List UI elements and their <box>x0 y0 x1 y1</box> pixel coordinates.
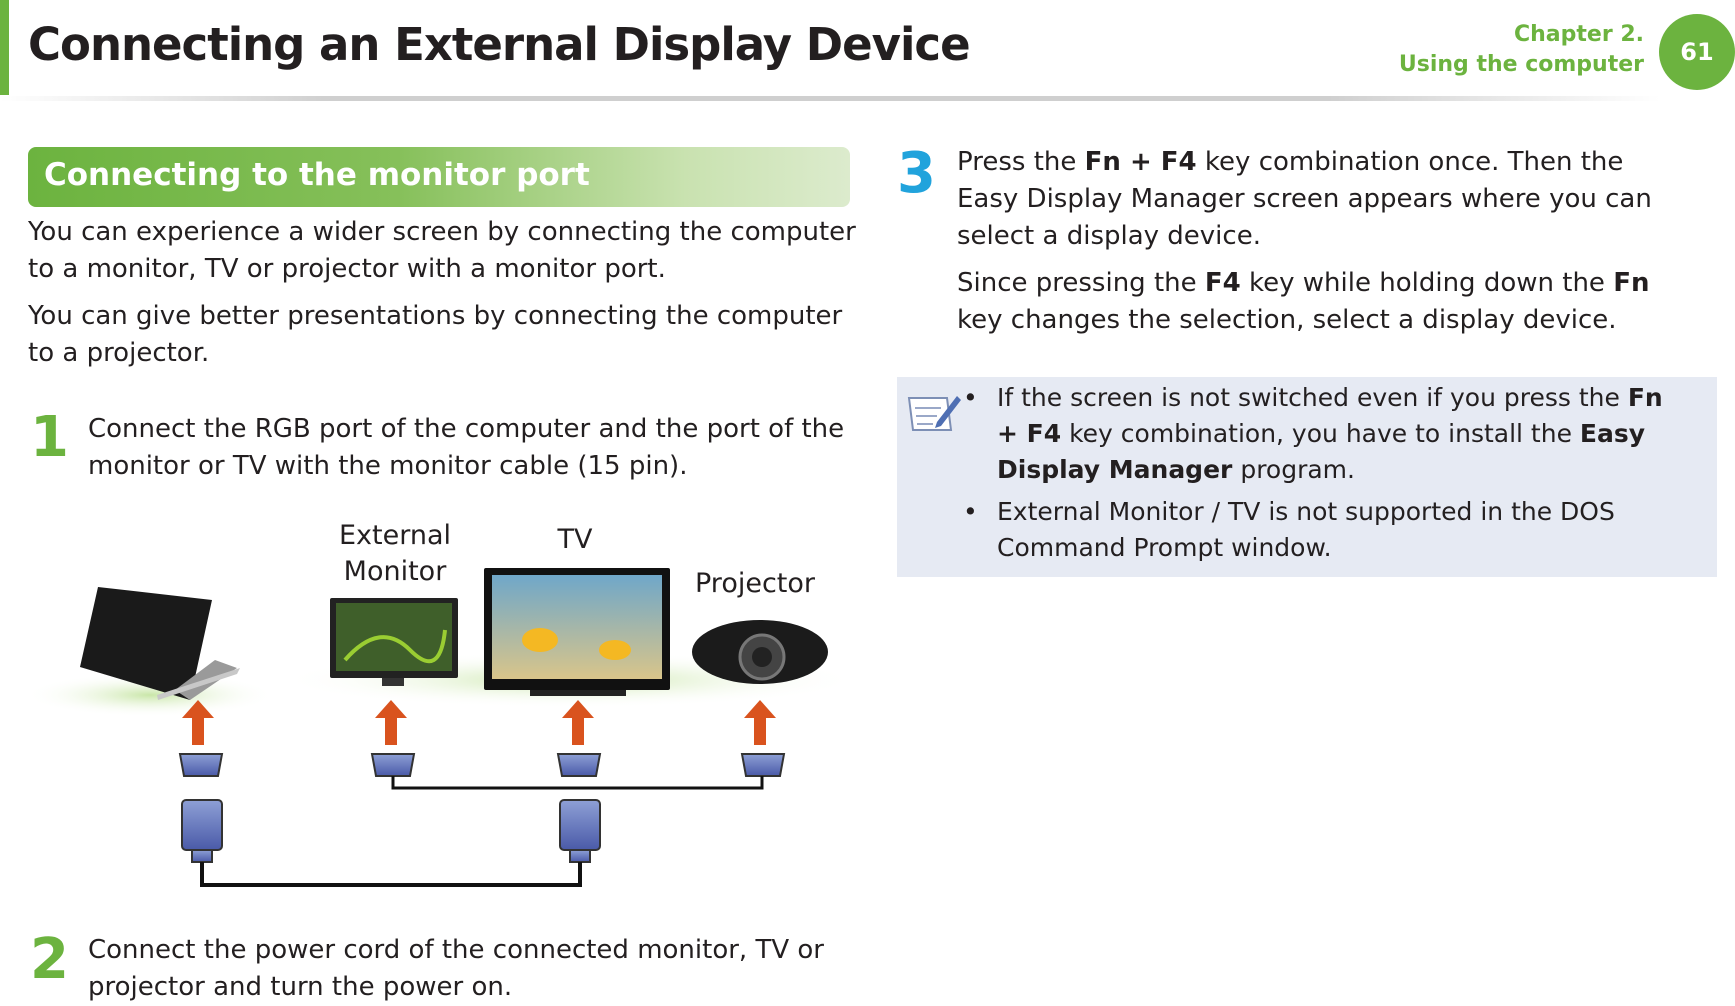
vga-cable-connector-icon <box>181 799 601 863</box>
step-3-key-fn-f4: Fn + F4 <box>1084 147 1197 177</box>
vga-cable <box>200 862 582 887</box>
header-divider <box>0 96 1660 101</box>
note-bullet-1-c: program. <box>1232 455 1355 484</box>
step-3-text-1-b: key combination once. Then the Easy Disp… <box>957 147 1652 251</box>
note-program-name: Easy Display Manager <box>997 419 1646 484</box>
step-1-text: Connect the RGB port of the computer and… <box>88 414 845 481</box>
label-tv: TV <box>557 524 593 555</box>
note-box <box>897 377 1717 577</box>
step-3-text-1: Press the Fn + F4 key combination once. … <box>957 144 1662 255</box>
note-bullet-1-a: If the screen is not switched even if yo… <box>997 383 1628 412</box>
step-2-text: Connect the power cord of the connected … <box>88 935 824 1002</box>
label-external-monitor: External Monitor <box>338 520 452 587</box>
step-1-number: 1 <box>30 405 69 470</box>
external-monitor-icon <box>330 598 458 686</box>
chapter-label: Chapter 2. Using the computer <box>1399 20 1644 80</box>
step-3-key-fn: Fn <box>1613 268 1650 298</box>
bullet-dot: • <box>963 497 978 526</box>
page-number-badge: 61 <box>1659 14 1735 90</box>
step-3-text-2-c: key changes the selection, select a disp… <box>957 305 1617 335</box>
header-accent-bar <box>0 0 9 95</box>
note-bullet-1-b: key combination, you have to install the <box>1061 419 1580 448</box>
chapter-number: Chapter 2. <box>1513 22 1644 47</box>
step-3-number: 3 <box>897 141 936 206</box>
intro-paragraph-1: You can experience a wider screen by con… <box>28 217 856 284</box>
note-key-fn-f4: Fn + F4 <box>997 383 1663 448</box>
section-title: Connecting to the monitor port <box>44 157 590 193</box>
step-2-number: 2 <box>30 927 69 992</box>
tv-icon <box>484 568 670 696</box>
vga-port-icon <box>178 753 786 777</box>
intro-paragraph-2: You can give better presentations by con… <box>28 301 843 368</box>
note-pencil-icon <box>907 396 961 431</box>
bullet-dot: • <box>963 383 978 412</box>
note-bullet-1: • If the screen is not switched even if … <box>963 380 1683 488</box>
note-bullet-2-text: External Monitor / TV is not supported i… <box>997 497 1615 562</box>
chapter-name: Using the computer <box>1398 52 1644 77</box>
label-projector: Projector <box>695 568 815 599</box>
cable-link <box>391 776 764 790</box>
section-header-bar <box>28 147 850 207</box>
connection-illustration <box>25 568 860 887</box>
note-bullet-2: • External Monitor / TV is not supported… <box>963 494 1683 566</box>
arrow-up-icon <box>182 700 776 745</box>
step-3-text-1-a: Press the <box>957 147 1085 177</box>
step-3-text-2: Since pressing the F4 key while holding … <box>957 265 1662 339</box>
projector-icon <box>692 620 828 684</box>
step-3-text-2-b: key while holding down the <box>1240 268 1614 298</box>
laptop-icon <box>80 587 240 700</box>
page-title: Connecting an External Display Device <box>28 18 971 71</box>
step-3-text-2-a: Since pressing the <box>957 268 1205 298</box>
step-3-key-f4: F4 <box>1204 268 1241 298</box>
